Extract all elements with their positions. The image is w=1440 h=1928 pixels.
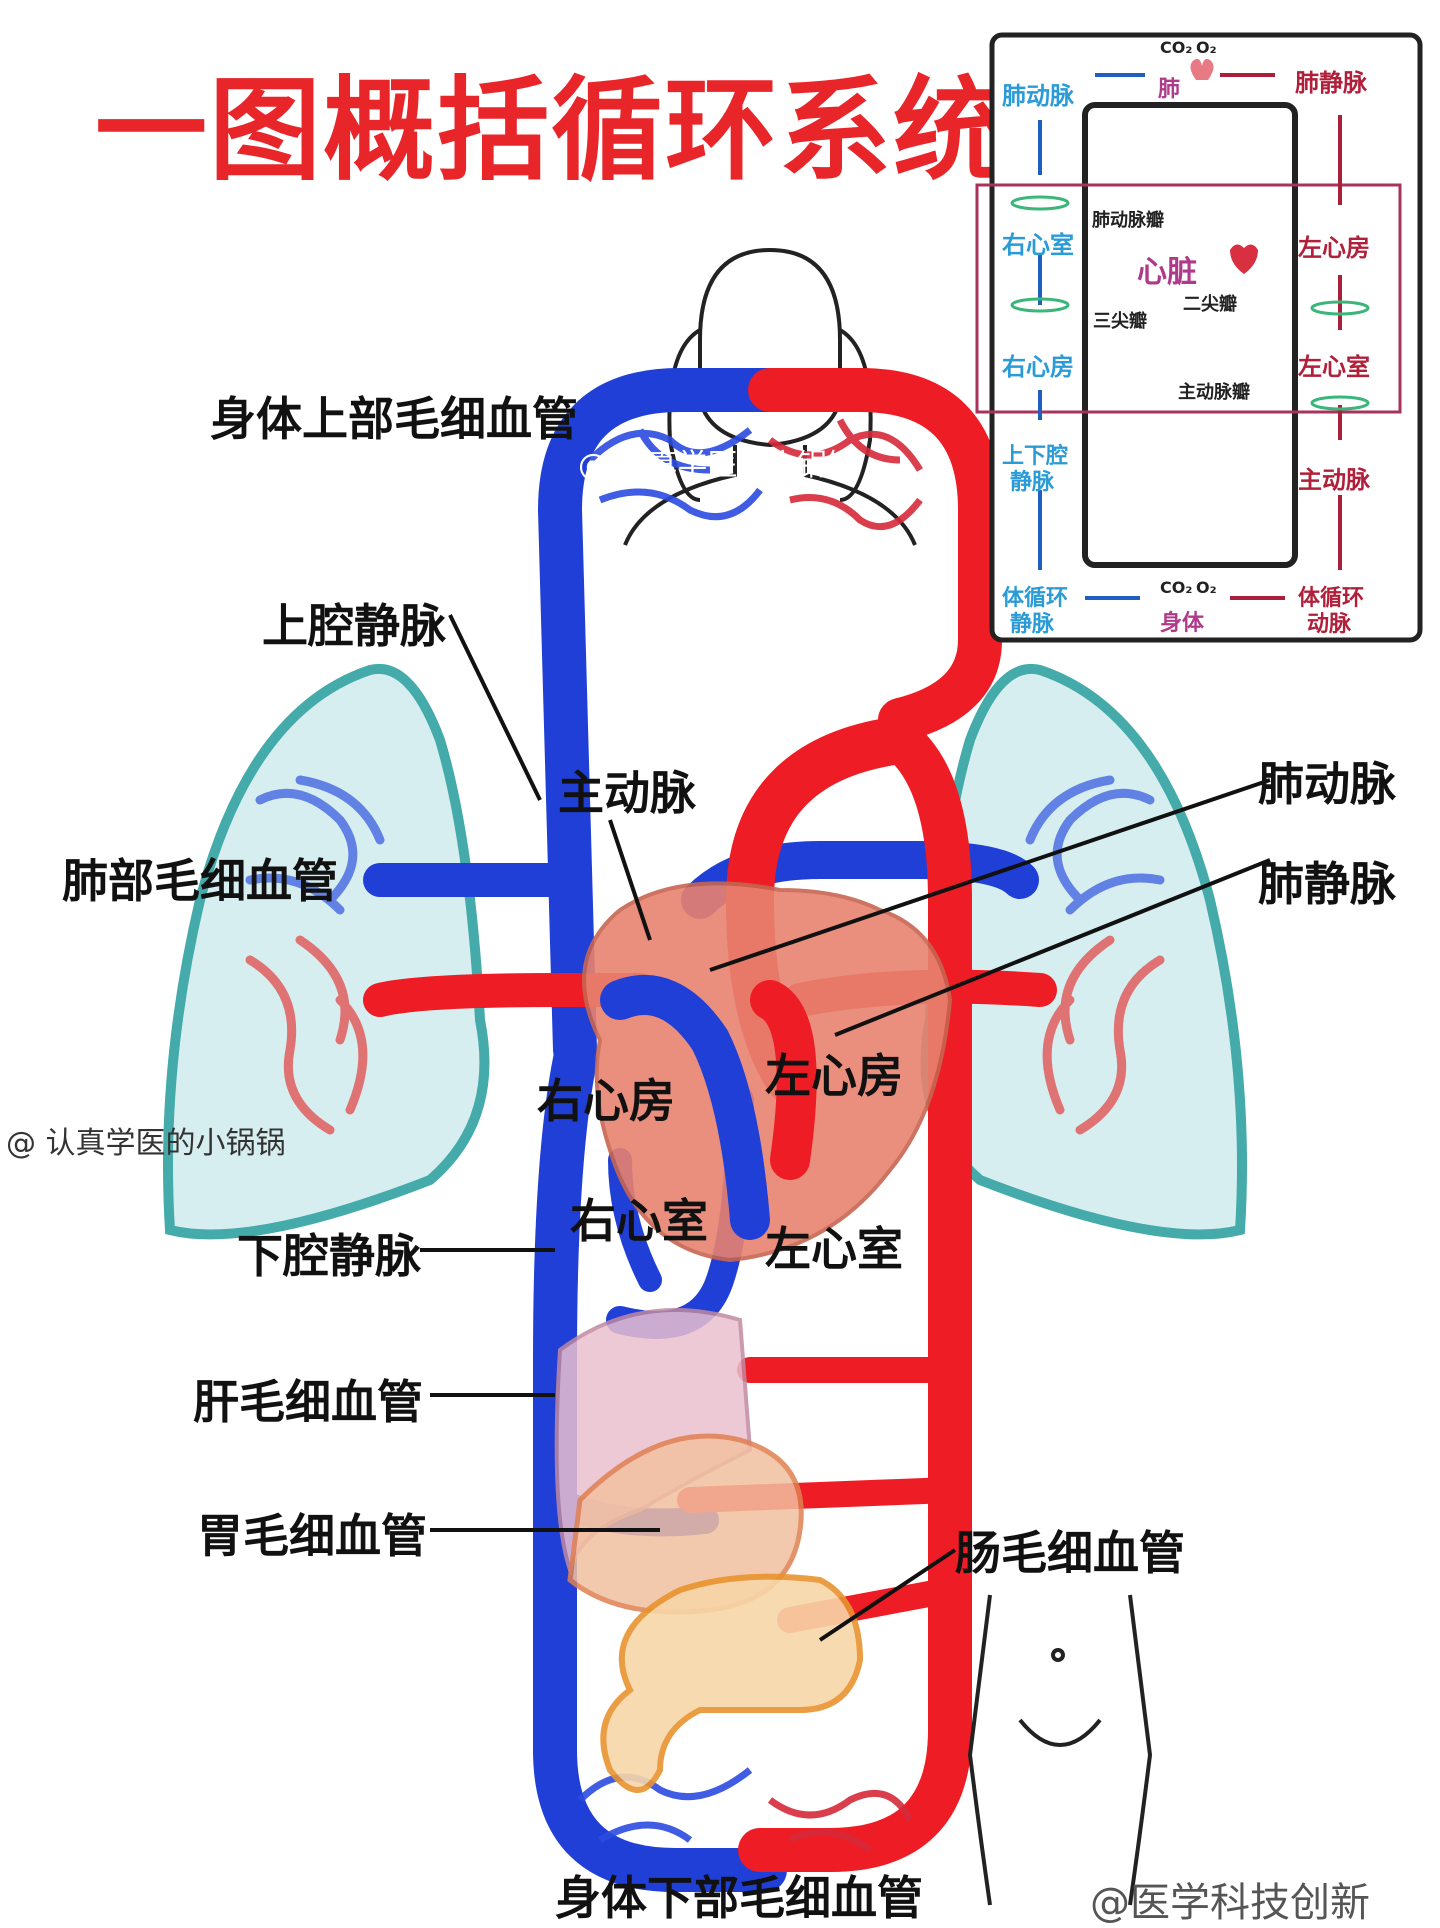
inset-body: 身体 — [1160, 605, 1204, 637]
label-ivc: 下腔静脉 — [237, 1220, 421, 1286]
label-right-ventricle: 右心室 — [570, 1185, 708, 1251]
label-aorta: 主动脉 — [558, 757, 696, 823]
label-pulmonary-artery: 肺动脉 — [1258, 748, 1396, 814]
inset-right-ventricle: 右心室 — [1002, 225, 1074, 260]
watermark-bottom: @医学科技创新 — [1090, 1870, 1370, 1928]
inset-mitral: 二尖瓣 — [1183, 290, 1237, 316]
inset-left-ventricle: 左心室 — [1298, 347, 1370, 382]
inset-flow-diagram — [977, 35, 1420, 640]
watermark-top: @ 认真学医的小锅锅 — [578, 440, 858, 484]
inset-pulmonary-vein: 肺静脉 — [1295, 63, 1367, 98]
inset-aortic-valve: 主动脉瓣 — [1178, 378, 1250, 404]
label-svc: 上腔静脉 — [262, 590, 446, 656]
watermark-mid: @ 认真学医的小锅锅 — [6, 1118, 286, 1162]
label-left-atrium: 左心房 — [765, 1040, 903, 1106]
label-liver-capillaries: 肝毛细血管 — [193, 1366, 423, 1432]
inset-systemic-vein-2: 静脉 — [1010, 606, 1054, 638]
inset-left-atrium: 左心房 — [1298, 228, 1370, 263]
inset-right-atrium: 右心房 — [1002, 347, 1074, 382]
inset-tricuspid: 三尖瓣 — [1093, 307, 1147, 333]
lower-body-silhouette — [970, 1595, 1150, 1905]
inset-vena-cava-2: 静脉 — [1010, 464, 1054, 496]
inset-pulmonary-valve: 肺动脉瓣 — [1092, 206, 1164, 232]
label-left-ventricle: 左心室 — [765, 1213, 903, 1279]
inset-aorta: 主动脉 — [1298, 460, 1370, 495]
inset-co2-top: CO₂ — [1160, 38, 1192, 57]
inset-heart: 心脏 — [1137, 247, 1197, 291]
label-lower-capillaries: 身体下部毛细血管 — [555, 1862, 923, 1928]
label-pulmonary-vein: 肺静脉 — [1258, 848, 1396, 914]
inset-pulmonary-artery: 肺动脉 — [1002, 76, 1074, 111]
inset-o2-top: O₂ — [1196, 38, 1217, 57]
label-lung-capillaries: 肺部毛细血管 — [62, 845, 338, 911]
inset-systemic-artery-2: 动脉 — [1307, 606, 1351, 638]
label-stomach-capillaries: 胃毛细血管 — [197, 1500, 427, 1566]
label-upper-capillaries: 身体上部毛细血管 — [210, 383, 578, 449]
label-right-atrium: 右心房 — [537, 1065, 675, 1131]
right-lung — [926, 669, 1242, 1235]
inset-co2-bottom: CO₂ — [1160, 578, 1192, 597]
inset-lung: 肺 — [1158, 71, 1180, 103]
label-intestine-capillaries: 肠毛细血管 — [955, 1517, 1185, 1583]
inset-o2-bottom: O₂ — [1196, 578, 1217, 597]
